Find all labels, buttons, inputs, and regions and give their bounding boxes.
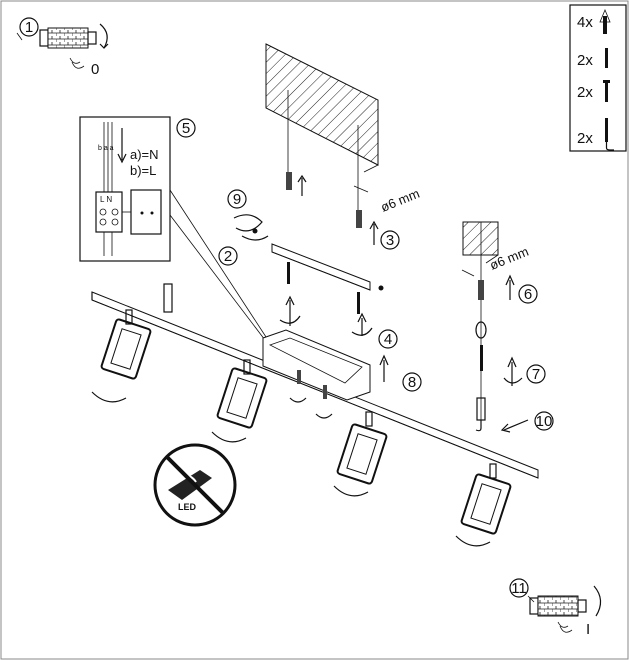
ceiling-canopy: 8 (262, 329, 422, 401)
switch-on-label: I (586, 621, 590, 638)
no-led-bulb-badge: LED (153, 443, 237, 527)
screw-icon (603, 80, 610, 102)
wiring-detail-inset: 5 b a a a)=N b)=L L N (79, 116, 269, 345)
step-number: 4 (384, 331, 392, 348)
wall-plug-icon (599, 8, 611, 34)
parts-qty: 2x (577, 52, 593, 69)
screws-step-4: 4 (279, 262, 398, 349)
fuse-box-icon (39, 27, 97, 49)
step-number: 8 (408, 374, 416, 391)
parts-qty: 4x (577, 14, 593, 31)
led-badge-text: LED (178, 502, 197, 512)
fuse-box-icon (529, 595, 587, 617)
parts-qty: 2x (577, 84, 593, 101)
step-number: 9 (233, 191, 241, 208)
screw-icon (605, 48, 608, 68)
step-11-switch-on: 11 I (509, 578, 602, 638)
step-number: 10 (536, 413, 553, 430)
step-9: 9 (227, 189, 269, 241)
terminal-top-labels: b a a (98, 145, 114, 152)
drill-size-label: ø6 mm (379, 186, 422, 215)
spotlight-head-3 (333, 411, 388, 497)
spotlight-head-2 (211, 359, 268, 443)
rotate-arrow-icon (279, 315, 301, 324)
parts-qty: 2x (577, 130, 593, 147)
spotlight-head-1 (91, 283, 173, 403)
mounting-bracket (252, 228, 384, 291)
step-number: 2 (224, 248, 232, 265)
switch-off-label: 0 (91, 61, 99, 78)
legend-neutral: a)=N (130, 147, 159, 162)
hook-cap-icon (475, 321, 487, 339)
rotate-arrow-icon (593, 585, 602, 617)
nut-icon (252, 228, 258, 234)
step-number: 11 (511, 580, 527, 597)
rotate-arrow-icon (503, 377, 523, 384)
rotate-arrow-icon (351, 327, 373, 336)
hand-icon (557, 621, 573, 633)
step-number: 7 (532, 366, 540, 383)
hook-screw-icon (605, 118, 614, 151)
step-number: 5 (182, 120, 190, 137)
legend-live: b)=L (130, 163, 156, 178)
parts-list: 4x 2x 2x 2x (569, 4, 627, 152)
nut-icon (378, 285, 384, 291)
ceiling-block-right: ø6 mm (461, 221, 531, 420)
hand-icon (69, 57, 85, 69)
spotlight-head-4 (455, 463, 512, 547)
step-2: 2 (218, 246, 238, 266)
junction-box-icon (130, 189, 162, 235)
hook-assembly: 6 7 10 (475, 274, 554, 433)
step-1-switch-off: 1 0 (16, 17, 109, 78)
step-number: 6 (524, 286, 532, 303)
step-number: 3 (386, 232, 394, 249)
rotate-arrow-icon (233, 214, 263, 232)
rotate-arrow-icon (99, 23, 108, 49)
wall-plugs-left: 3 (286, 172, 400, 250)
step-number: 1 (25, 19, 33, 36)
bar-screws (289, 370, 333, 419)
terminal-letters: L N (100, 195, 112, 204)
